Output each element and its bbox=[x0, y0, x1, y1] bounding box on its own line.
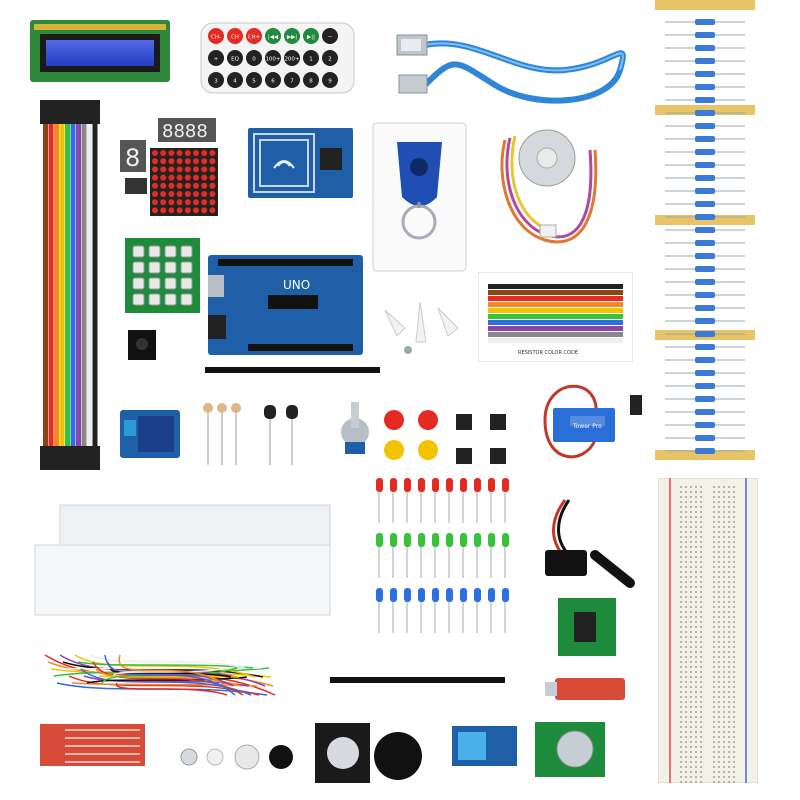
remote-key-label: 2 bbox=[328, 57, 332, 63]
remote-key-label: 3 bbox=[214, 79, 218, 85]
remote-key-label: 1 bbox=[309, 57, 313, 63]
servo-brand: Tower Pro bbox=[572, 423, 602, 430]
remote-key-label: 9 bbox=[328, 79, 332, 85]
joystick-icon bbox=[315, 718, 425, 788]
svg-text:8: 8 bbox=[125, 144, 140, 172]
remote-key-label: 200+ bbox=[284, 57, 299, 63]
ir-receiver-icon bbox=[128, 330, 168, 360]
battery-clip-icon bbox=[535, 495, 640, 595]
jumper-bundle-icon bbox=[40, 645, 280, 700]
ir-remote-icon: CH- CH CH+ |◀◀ ▶▶| ▶|| − + EQ 0 100+ 200+ 1 2 3 4 5 6 7 8 9 bbox=[200, 22, 355, 94]
breadboard-icon bbox=[658, 478, 758, 783]
remote-key-label: CH bbox=[231, 35, 239, 41]
servo-motor-icon: Tower Pro bbox=[535, 380, 660, 470]
remote-key-label: EQ bbox=[231, 57, 239, 63]
pin-header-icon bbox=[205, 366, 380, 374]
remote-key-label: 6 bbox=[271, 79, 275, 85]
remote-key-label: ▶|| bbox=[307, 35, 315, 41]
jumper-wires-icon bbox=[35, 100, 105, 475]
stepper-motor-icon bbox=[485, 110, 610, 255]
servo-horn-icon bbox=[380, 300, 465, 360]
remote-key-label: 5 bbox=[252, 79, 256, 85]
pin-header-icon bbox=[330, 675, 505, 685]
led-matrix-icon bbox=[150, 148, 218, 216]
svg-text:8888: 8888 bbox=[162, 121, 208, 142]
sensor-components-icon bbox=[200, 400, 310, 470]
remote-key-label: + bbox=[214, 57, 219, 63]
buttons-icon bbox=[376, 405, 446, 465]
remote-key-label: − bbox=[328, 35, 333, 41]
uno-label: UNO bbox=[283, 278, 310, 292]
remote-key-label: ▶▶| bbox=[287, 35, 297, 41]
remote-key-label: 4 bbox=[233, 79, 237, 85]
resistor-card-title: RESISTOR COLOR CODE bbox=[518, 350, 578, 356]
remote-key-label: 7 bbox=[290, 79, 294, 85]
sound-sensor-icon bbox=[545, 678, 625, 700]
usb-cable-icon bbox=[395, 15, 640, 120]
remote-key-label: 0 bbox=[252, 57, 256, 63]
tactile-switch-icon bbox=[452, 410, 512, 470]
remote-key-label: |◀◀ bbox=[268, 35, 279, 41]
seven-segment-icon: 8888 8 bbox=[120, 118, 220, 218]
remote-key-label: 100+ bbox=[265, 57, 280, 63]
resistor-card-icon: RESISTOR COLOR CODE bbox=[478, 272, 633, 362]
rfid-keyfob-icon bbox=[372, 122, 467, 272]
led-icon bbox=[370, 478, 520, 638]
keypad-icon bbox=[125, 238, 200, 313]
potentiometer-icon bbox=[335, 392, 375, 462]
rfid-module-icon bbox=[248, 128, 353, 198]
water-sensor-icon bbox=[40, 724, 145, 766]
remote-key-label: CH+ bbox=[248, 35, 261, 41]
resistor-strip-icon bbox=[655, 0, 755, 470]
storage-case-icon bbox=[30, 495, 340, 625]
relay-module-icon bbox=[120, 410, 180, 458]
rtc-module-icon bbox=[535, 722, 605, 777]
driver-board-icon bbox=[558, 598, 616, 656]
remote-key-label: CH- bbox=[211, 35, 221, 41]
lcd-display-icon bbox=[30, 20, 170, 82]
uno-board-icon: UNO bbox=[208, 255, 363, 355]
remote-key-label: 8 bbox=[309, 79, 313, 85]
buzzer-icon bbox=[175, 740, 305, 775]
dht-sensor-icon bbox=[452, 726, 517, 766]
